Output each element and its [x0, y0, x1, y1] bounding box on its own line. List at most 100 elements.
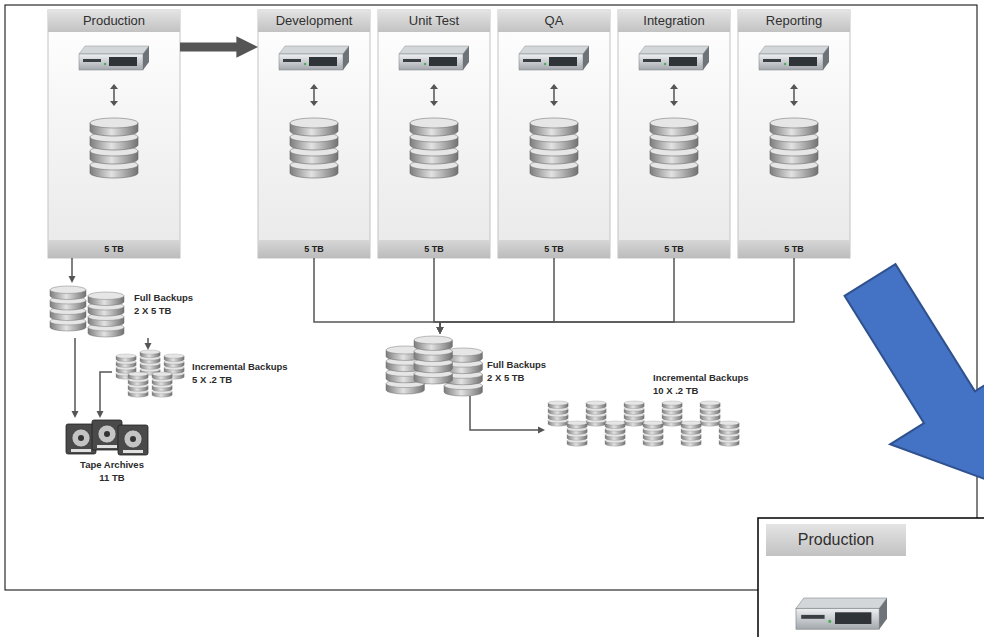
tape-archives-icon	[92, 420, 122, 450]
incremental-backup-disks	[128, 372, 148, 397]
panel-bodies	[48, 10, 850, 258]
server-icon	[796, 598, 887, 629]
backup-flow-arrow	[440, 258, 554, 327]
environment-panel: Unit Test 5 TB	[378, 10, 490, 258]
incremental-backup-disks	[624, 401, 644, 426]
environment-panel: Production	[766, 524, 906, 556]
tape-archives-icon	[118, 425, 148, 455]
storage-group: Incremental Backups10 X .2 TB	[545, 370, 775, 448]
panel-icons	[110, 84, 118, 106]
node-size: 5 TB	[618, 240, 730, 258]
node-heading: Tape Archives	[62, 458, 162, 471]
panel-icons	[79, 46, 829, 178]
panel-icons	[670, 84, 678, 106]
environment-panel: Production 5 TB	[48, 10, 180, 258]
panel-icons	[519, 46, 589, 70]
incremental-backup-disks	[700, 401, 720, 426]
backup-flow-arrow	[440, 258, 794, 327]
panel-icons	[410, 118, 458, 178]
node-size: 5 X .2 TB	[192, 373, 288, 386]
environment-panel: QA5 TB	[498, 10, 610, 258]
incremental-backup-disks	[548, 401, 739, 446]
environment-panel: Development 5 TB	[258, 10, 370, 258]
node-size: 5 TB	[378, 240, 490, 258]
incremental-backup-disks	[662, 401, 682, 426]
node-heading: Incremental Backups	[192, 360, 288, 373]
backup-flow-arrow	[100, 372, 112, 411]
backup-flow-arrow	[74, 338, 76, 411]
panel-icons	[550, 84, 558, 106]
panel-icons	[90, 118, 138, 178]
incremental-backup-disks	[605, 421, 625, 446]
panel-bodies	[378, 10, 490, 258]
node-heading: Incremental Backups	[653, 371, 749, 384]
panel-icons	[530, 118, 578, 178]
copy-arrow	[180, 43, 239, 52]
panel-bodies	[618, 10, 730, 258]
storage-group: Full Backups2 X 5 TB	[382, 334, 549, 396]
panel-icons	[790, 84, 798, 106]
node-size: 2 X 5 TB	[134, 304, 193, 317]
panel-bodies	[738, 10, 850, 258]
tape-archives-icon	[66, 420, 148, 455]
node-size: 5 TB	[258, 240, 370, 258]
node-heading: Full Backups	[487, 358, 546, 371]
node-heading: Development	[258, 10, 370, 32]
panel-icons	[639, 46, 709, 70]
backup-flow-arrow	[434, 258, 440, 327]
panel-icons	[650, 118, 698, 178]
node-size: 5 TB	[738, 240, 850, 258]
panel-icons	[79, 46, 149, 70]
incremental-backup-disks	[548, 401, 568, 426]
panel-icons	[279, 46, 349, 70]
node-size: 2 X 5 TB	[487, 371, 546, 384]
full-backup-disks	[386, 336, 482, 396]
panel-icons	[290, 118, 338, 178]
label-block: Full Backups2 X 5 TB	[487, 358, 546, 385]
node-heading: Reporting	[738, 10, 850, 32]
full-backup-disks	[88, 292, 124, 337]
inset-frame	[758, 518, 984, 637]
storage-group: Incremental Backups5 X .2 TB	[112, 350, 292, 398]
connectors	[72, 47, 794, 430]
node-size: 5 TB	[498, 240, 610, 258]
backup-flow-arrow	[314, 258, 440, 327]
backup-flow-arrow	[71, 258, 73, 276]
panel-icons	[399, 46, 469, 70]
incremental-backup-disks	[643, 421, 663, 446]
full-backup-disks	[414, 336, 452, 384]
backup-flow-arrow	[440, 258, 674, 327]
storage-group: Full Backups2 X 5 TB	[48, 283, 218, 338]
incremental-backup-disks	[152, 372, 172, 397]
storage-group: Tape Archives11 TB	[62, 418, 162, 488]
panel-bodies	[48, 10, 180, 258]
panel-icons	[759, 46, 829, 70]
panel-icons	[430, 84, 438, 106]
incremental-backup-disks	[140, 350, 160, 375]
label-block: Incremental Backups10 X .2 TB	[653, 371, 749, 398]
panel-bodies	[498, 10, 610, 258]
backup-flow-arrow	[470, 396, 538, 430]
incremental-backup-disks	[116, 350, 184, 397]
full-backup-disks	[50, 286, 86, 331]
outer-frame	[5, 5, 977, 590]
node-heading: Integration	[618, 10, 730, 32]
incremental-backup-disks	[719, 421, 739, 446]
incremental-backup-disks	[681, 421, 701, 446]
label-block: Full Backups2 X 5 TB	[134, 291, 193, 318]
node-size: 10 X .2 TB	[653, 384, 749, 397]
node-size: 5 TB	[48, 240, 180, 258]
node-size: 11 TB	[62, 471, 162, 484]
incremental-backup-disks	[586, 401, 606, 426]
environment-panel: Reporting 5 TB	[738, 10, 850, 258]
node-heading: Unit Test	[378, 10, 490, 32]
label-block: Tape Archives11 TB	[62, 458, 162, 485]
tape-archives-icon	[66, 424, 96, 454]
panel-icons	[310, 84, 318, 106]
node-heading: Production	[48, 10, 180, 32]
environment-panel: Integration 5 TB	[618, 10, 730, 258]
big-blue-arrow	[811, 243, 984, 521]
full-backup-disks	[50, 286, 124, 337]
panel-icons	[770, 118, 818, 178]
